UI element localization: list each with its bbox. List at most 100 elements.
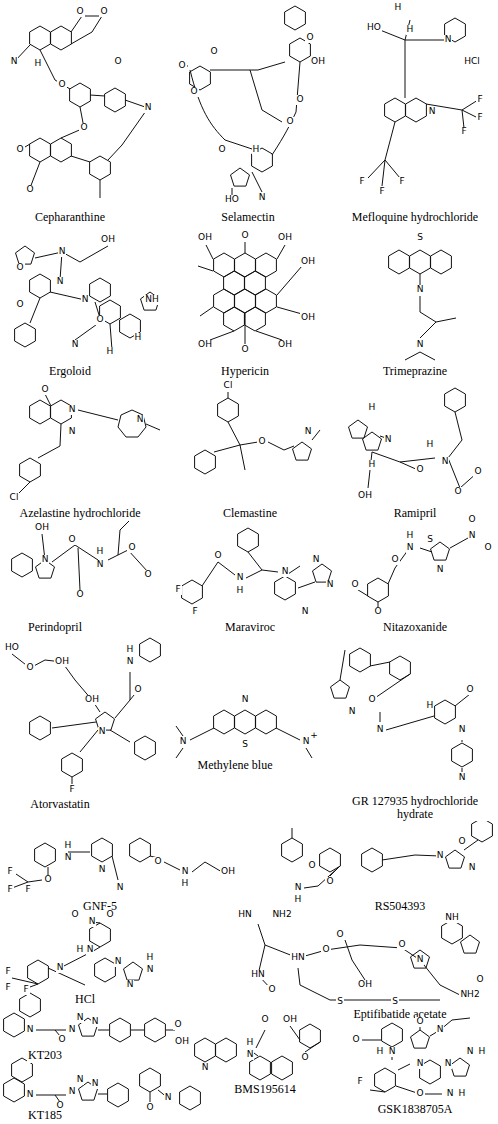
atom-label: O	[79, 123, 88, 133]
atom-label: N	[81, 295, 90, 305]
atom-label: O	[415, 1089, 424, 1099]
atom-label: HN	[250, 970, 266, 980]
atom-label: O	[133, 685, 142, 695]
atom-label: H	[478, 1047, 487, 1057]
atom-label: N	[416, 285, 425, 295]
atom-label: O	[321, 945, 330, 955]
compound-name: Maraviroc	[224, 621, 276, 634]
mefloquine-structure	[385, 98, 406, 122]
atom-label: O	[173, 1020, 182, 1030]
gr127935-structure	[331, 648, 473, 772]
nitazoxanide-structure	[355, 538, 468, 612]
atom-label: N	[98, 865, 107, 875]
atom-label: N	[458, 725, 467, 735]
atom-label: OH	[34, 523, 50, 533]
atom-label: N	[406, 543, 415, 553]
eptifibatide-structure	[461, 935, 480, 953]
clemastine-structure	[195, 392, 320, 474]
atom-label: F	[6, 867, 13, 877]
atom-label: OH	[277, 340, 293, 350]
atom-label: H	[134, 333, 143, 343]
clemastine-structure	[293, 442, 312, 460]
atom-label: O	[145, 1103, 154, 1113]
kt185-structure	[108, 1083, 129, 1107]
atom-label: NH	[144, 295, 160, 305]
selamectin-structure	[285, 6, 306, 30]
atom-label: O	[397, 940, 406, 950]
atom-label: N	[68, 1025, 77, 1035]
atom-label: N	[376, 725, 385, 735]
atom-label: O	[213, 551, 222, 561]
perindopril-structure	[12, 520, 148, 590]
atom-label: O	[105, 910, 114, 920]
atom-label: N	[312, 555, 321, 565]
atom-label: NH2	[459, 990, 480, 1000]
ergoloid-structure	[16, 246, 35, 264]
atom-label: HN	[237, 910, 253, 920]
compound-name: GSK1838705A	[377, 1103, 454, 1116]
atorvastatin-structure	[62, 753, 83, 777]
atom-label: NH2	[271, 910, 292, 920]
atom-label: H	[368, 403, 377, 413]
atom-label: N	[56, 277, 65, 287]
hypericin-structure	[214, 289, 235, 313]
rs504393-structure	[282, 818, 493, 888]
selamectin-structure	[182, 6, 310, 196]
azelastine-structure	[20, 458, 41, 482]
atom-label: N	[416, 955, 425, 965]
kt203-structure	[4, 993, 175, 1042]
atom-label: N	[116, 883, 125, 893]
clemastine-structure	[214, 392, 320, 470]
atom-label: H	[368, 460, 377, 470]
atom-label: OH	[300, 257, 316, 267]
atom-label: N	[76, 1013, 85, 1023]
rs504393-structure	[292, 828, 478, 888]
atorvastatin-structure	[135, 736, 156, 760]
atom-label: N	[98, 727, 107, 737]
atom-label: HO	[366, 23, 382, 33]
cepharanthine-structure	[14, 16, 148, 198]
atom-label: S	[426, 535, 434, 545]
atom-label: O	[57, 1035, 66, 1045]
ergoloid-structure	[15, 323, 36, 347]
compound-name: Trimeprazine	[382, 365, 448, 378]
atom-label: F	[398, 177, 405, 187]
gr127935-structure	[340, 650, 470, 772]
selamectin-structure	[182, 62, 300, 196]
atom-label: O	[177, 61, 186, 71]
atom-label: O	[15, 300, 24, 310]
atom-label: O	[465, 685, 474, 695]
ergoloid-structure	[30, 246, 112, 350]
atom-label: H	[458, 1089, 467, 1099]
atom-label: OH	[277, 233, 293, 243]
atom-label: OH	[282, 1015, 298, 1025]
gsk1838705a-structure	[451, 1058, 470, 1076]
atom-label: N	[326, 580, 335, 590]
atom-label: O	[415, 1017, 424, 1027]
atom-label: O	[305, 33, 314, 43]
atom-label: N	[436, 565, 445, 575]
atom-label: OH	[300, 313, 316, 323]
atom-label: O	[25, 185, 34, 195]
atorvastatin-structure	[12, 638, 160, 784]
hypericin-structure	[198, 242, 302, 344]
atom-label: NH	[444, 913, 460, 923]
atom-label: N	[468, 863, 477, 873]
atom-label: H	[406, 25, 415, 35]
atom-label: N	[68, 405, 77, 415]
cepharanthine-structure	[14, 16, 148, 198]
trimeprazine-structure	[389, 250, 456, 360]
atom-label: N	[201, 1063, 210, 1073]
cepharanthine-structure	[51, 26, 72, 50]
atom-label: N	[71, 340, 80, 350]
eptifibatide-structure	[411, 950, 430, 968]
kt185-structure	[140, 1068, 161, 1092]
ergoloid-structure	[30, 274, 51, 298]
compound-name: HCl	[74, 993, 96, 1006]
atom-label: N	[246, 1050, 255, 1060]
atom-label: N	[91, 1079, 100, 1089]
atom-label: O	[95, 315, 104, 325]
atom-label: F	[174, 585, 181, 595]
atom-label: H	[426, 701, 435, 711]
atom-label: O	[467, 515, 476, 525]
